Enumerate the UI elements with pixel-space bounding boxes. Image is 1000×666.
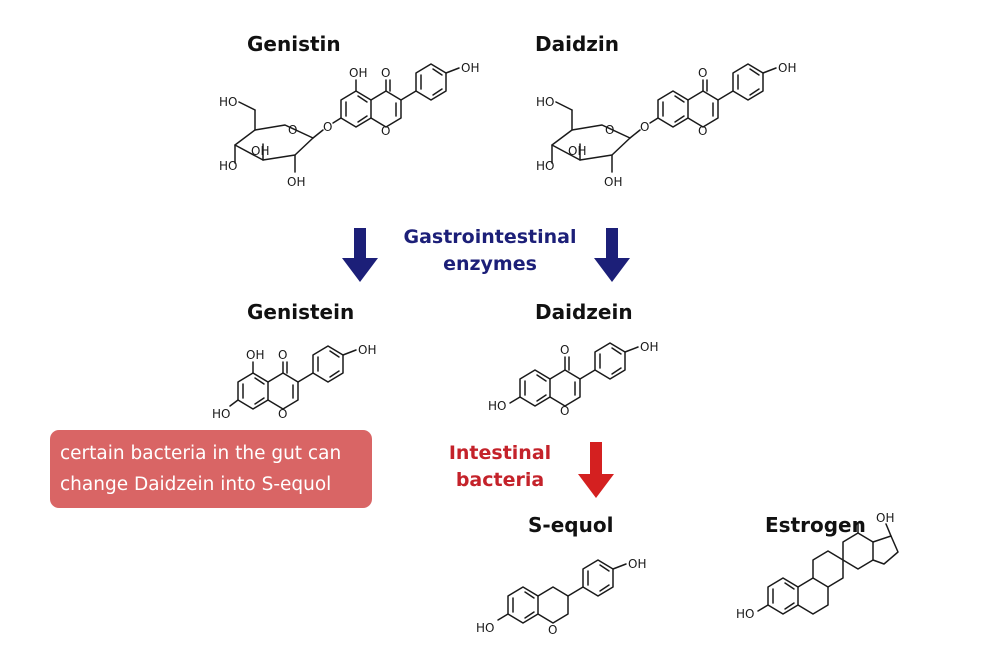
atom-label-o: O [278,348,287,362]
daidzin-structure: HO HO OH OH O O O O OH [536,61,796,189]
s-equol-title: S-equol [528,513,614,537]
atom-label-oh: OH [640,340,658,354]
atom-label-o: O [381,66,390,80]
gi-enzymes-line-1: Gastrointestinal [403,226,577,248]
atom-label-o: O [560,404,569,418]
estrogen-structure: HO OH [736,511,899,621]
atom-label-o: O [698,124,707,138]
atom-label-ho: HO [219,95,237,109]
atom-label-o: O [278,407,287,421]
atom-label-oh: OH [778,61,796,75]
gi-enzymes-line-2: enzymes [443,253,537,275]
daidzein-structure: HO O O OH [488,340,658,418]
atom-label-oh: OH [876,511,894,525]
arrow-down-left-blue [342,228,378,282]
atom-label-o: O [381,124,390,138]
daidzein-title: Daidzein [535,300,633,324]
atom-label-o: O [605,123,614,137]
atom-label-ho: HO [736,607,754,621]
atom-label-ho: HO [219,159,237,173]
intestinal-bacteria-label: Intestinal bacteria [440,440,560,494]
atom-label-oh: OH [628,557,646,571]
atom-label-o: O [560,343,569,357]
atom-label-ho: HO [488,399,506,413]
atom-label-ho: HO [536,159,554,173]
atom-label-oh: OH [461,61,479,75]
atom-label-oh: OH [287,175,305,189]
atom-label-ho: HO [536,95,554,109]
atom-label-o: O [640,120,649,134]
atom-label-o: O [288,123,297,137]
note-line-2: change Daidzein into S-equol [60,474,332,495]
gi-enzymes-label: Gastrointestinal enzymes [392,224,588,278]
intestinal-bacteria-line-2: bacteria [455,469,545,491]
atom-label-oh: OH [349,66,367,80]
atom-label-o: O [548,623,557,637]
note-line-1: certain bacteria in the gut can [60,443,342,464]
atom-label-o: O [698,66,707,80]
intestinal-bacteria-line-1: Intestinal [448,442,552,464]
atom-label-ho: HO [476,621,494,635]
bacteria-note: certain bacteria in the gut can change D… [50,430,372,508]
atom-label-o: O [323,120,332,134]
genistein-title: Genistein [247,300,355,324]
atom-label-oh: OH [246,348,264,362]
atom-label-oh: OH [568,144,586,158]
estrogen-title: Estrogen [765,513,866,537]
atom-label-oh: OH [358,343,376,357]
genistin-title: Genistin [247,32,341,56]
genistein-structure: OH HO O O OH [212,343,376,421]
arrow-down-right-blue [594,228,630,282]
genistin-structure: HO HO OH OH O O OH O O OH [219,61,479,189]
s-equol-structure: HO O OH [476,557,646,637]
daidzin-title: Daidzin [535,32,620,56]
atom-label-oh: OH [251,144,269,158]
atom-label-ho: HO [212,407,230,421]
arrow-down-red [578,442,614,498]
atom-label-oh: OH [604,175,622,189]
